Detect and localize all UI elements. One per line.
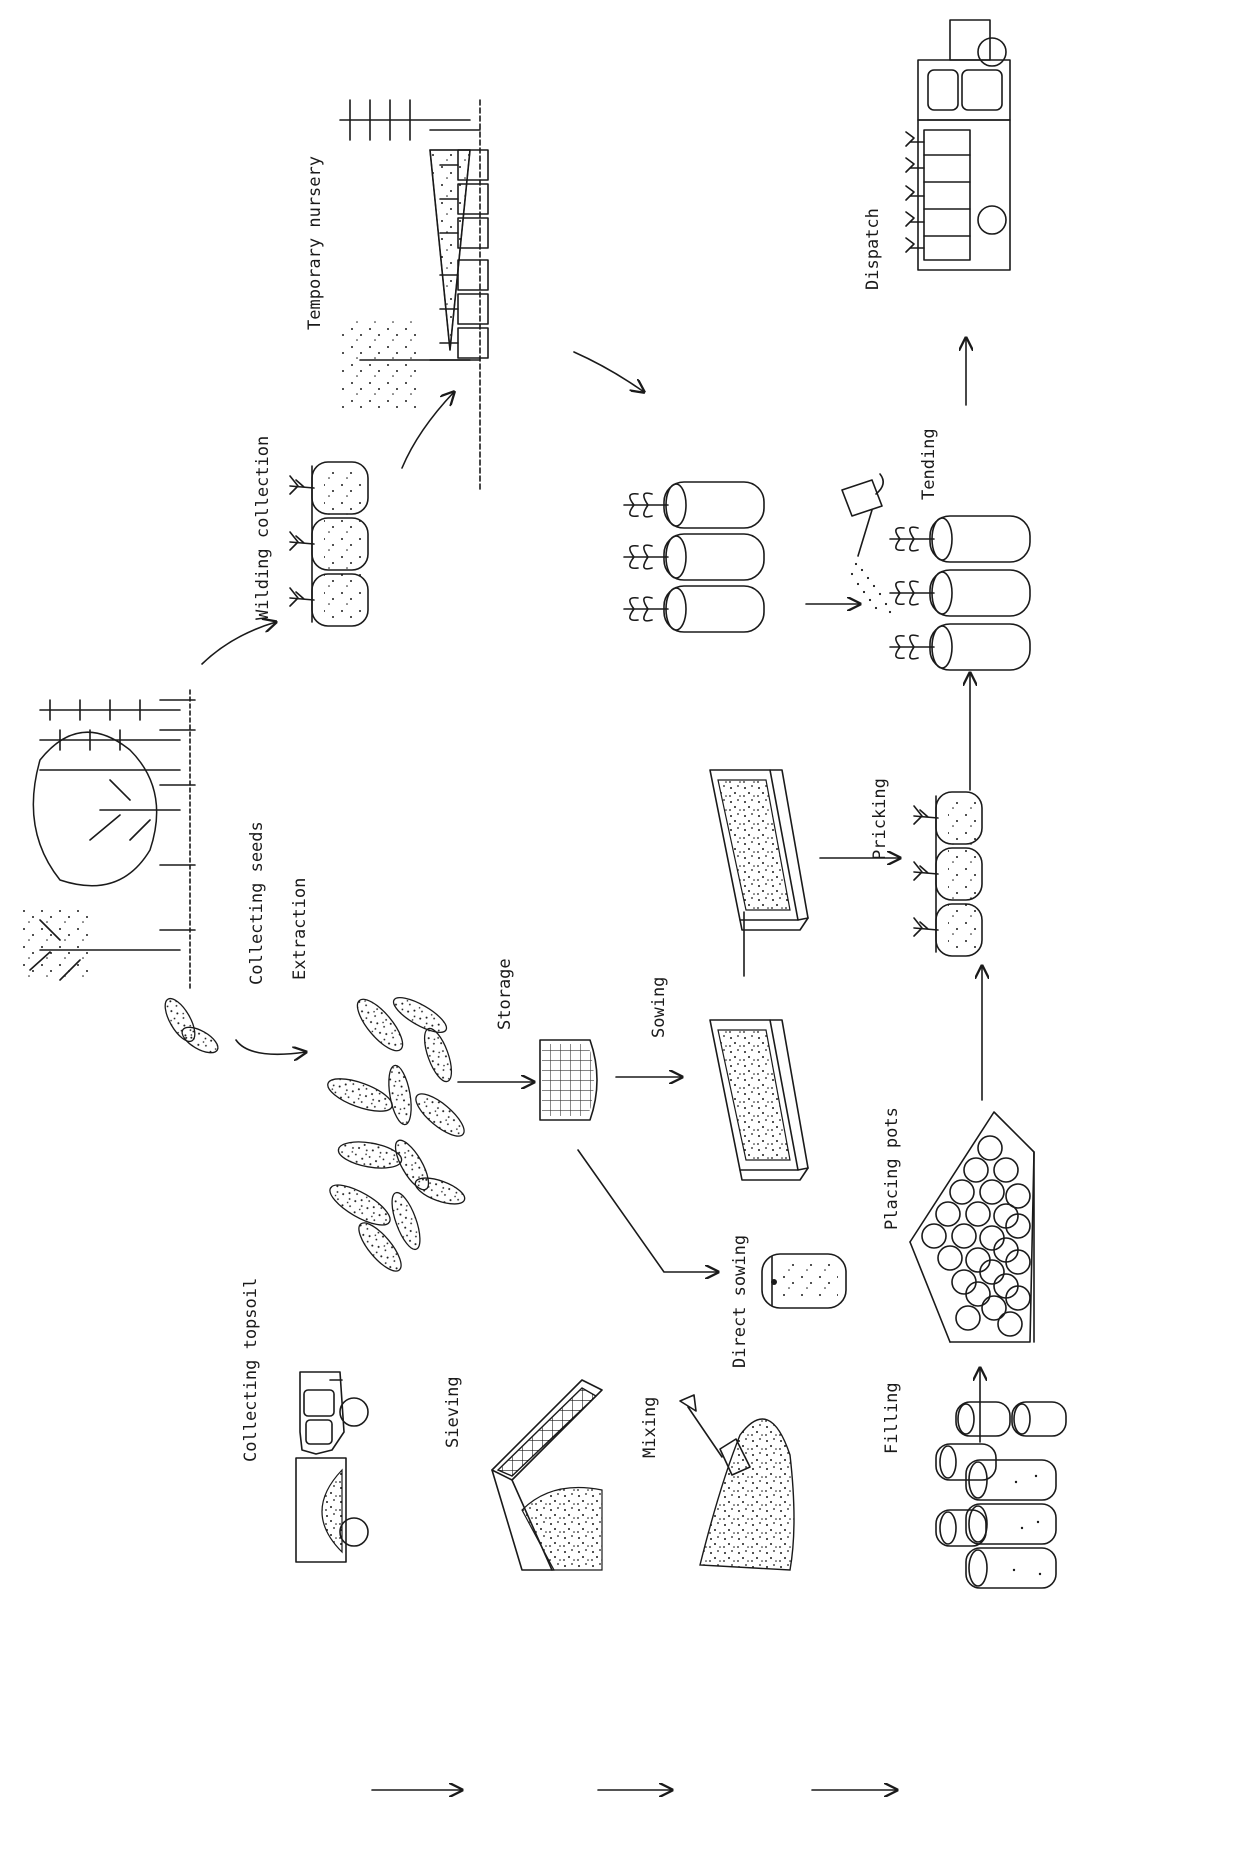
pot-bed-icon — [910, 1112, 1034, 1342]
truck-icon — [906, 20, 1010, 270]
label-extraction: Extraction — [290, 878, 310, 980]
soil-mound-icon — [680, 1395, 794, 1570]
trees-icon — [20, 690, 195, 990]
seedling-cylinders-icon — [890, 516, 1030, 670]
seed-container-icon — [540, 1040, 597, 1120]
label-collecting-seeds: Collecting seeds — [247, 821, 267, 985]
label-placing-pots: Placing pots — [882, 1107, 902, 1230]
seedling-cylinders-icon — [624, 482, 764, 632]
seed-pods-icon — [324, 991, 470, 1277]
label-pricking: Pricking — [870, 778, 890, 860]
seedling-pots-icon — [914, 792, 982, 956]
nursery-shade-icon — [340, 100, 488, 490]
label-storage: Storage — [495, 958, 515, 1030]
label-collecting-topsoil: Collecting topsoil — [241, 1278, 261, 1462]
label-direct-sowing: Direct sowing — [730, 1235, 750, 1368]
label-sieving: Sieving — [443, 1376, 463, 1448]
sieve-icon — [492, 1380, 602, 1570]
arrow-storage-to-direct-sowing — [578, 1150, 718, 1272]
direct-sowing-pot-icon — [762, 1254, 846, 1308]
watering-can-icon — [842, 474, 891, 613]
label-dispatch: Dispatch — [863, 208, 883, 290]
label-mixing: Mixing — [640, 1397, 660, 1458]
label-temporary-nursery: Temporary nursery — [305, 156, 325, 330]
label-sowing: Sowing — [649, 977, 669, 1038]
label-tending: Tending — [919, 428, 939, 500]
seedling-pots-icon — [290, 462, 368, 626]
truck-icon — [296, 1372, 368, 1562]
arrow-seeds-to-extraction — [236, 1040, 306, 1054]
seed-tray-icon — [710, 1020, 808, 1180]
arrow-seeds-to-wilding — [202, 622, 276, 664]
seed-tray-icon — [710, 770, 808, 930]
potting-tubes-icon — [936, 1402, 1066, 1588]
label-wilding-collection: Wilding collection — [253, 436, 273, 620]
seed-pods-icon — [159, 994, 221, 1058]
arrow-nursery-to-tending — [574, 352, 644, 392]
label-filling: Filling — [882, 1382, 902, 1454]
